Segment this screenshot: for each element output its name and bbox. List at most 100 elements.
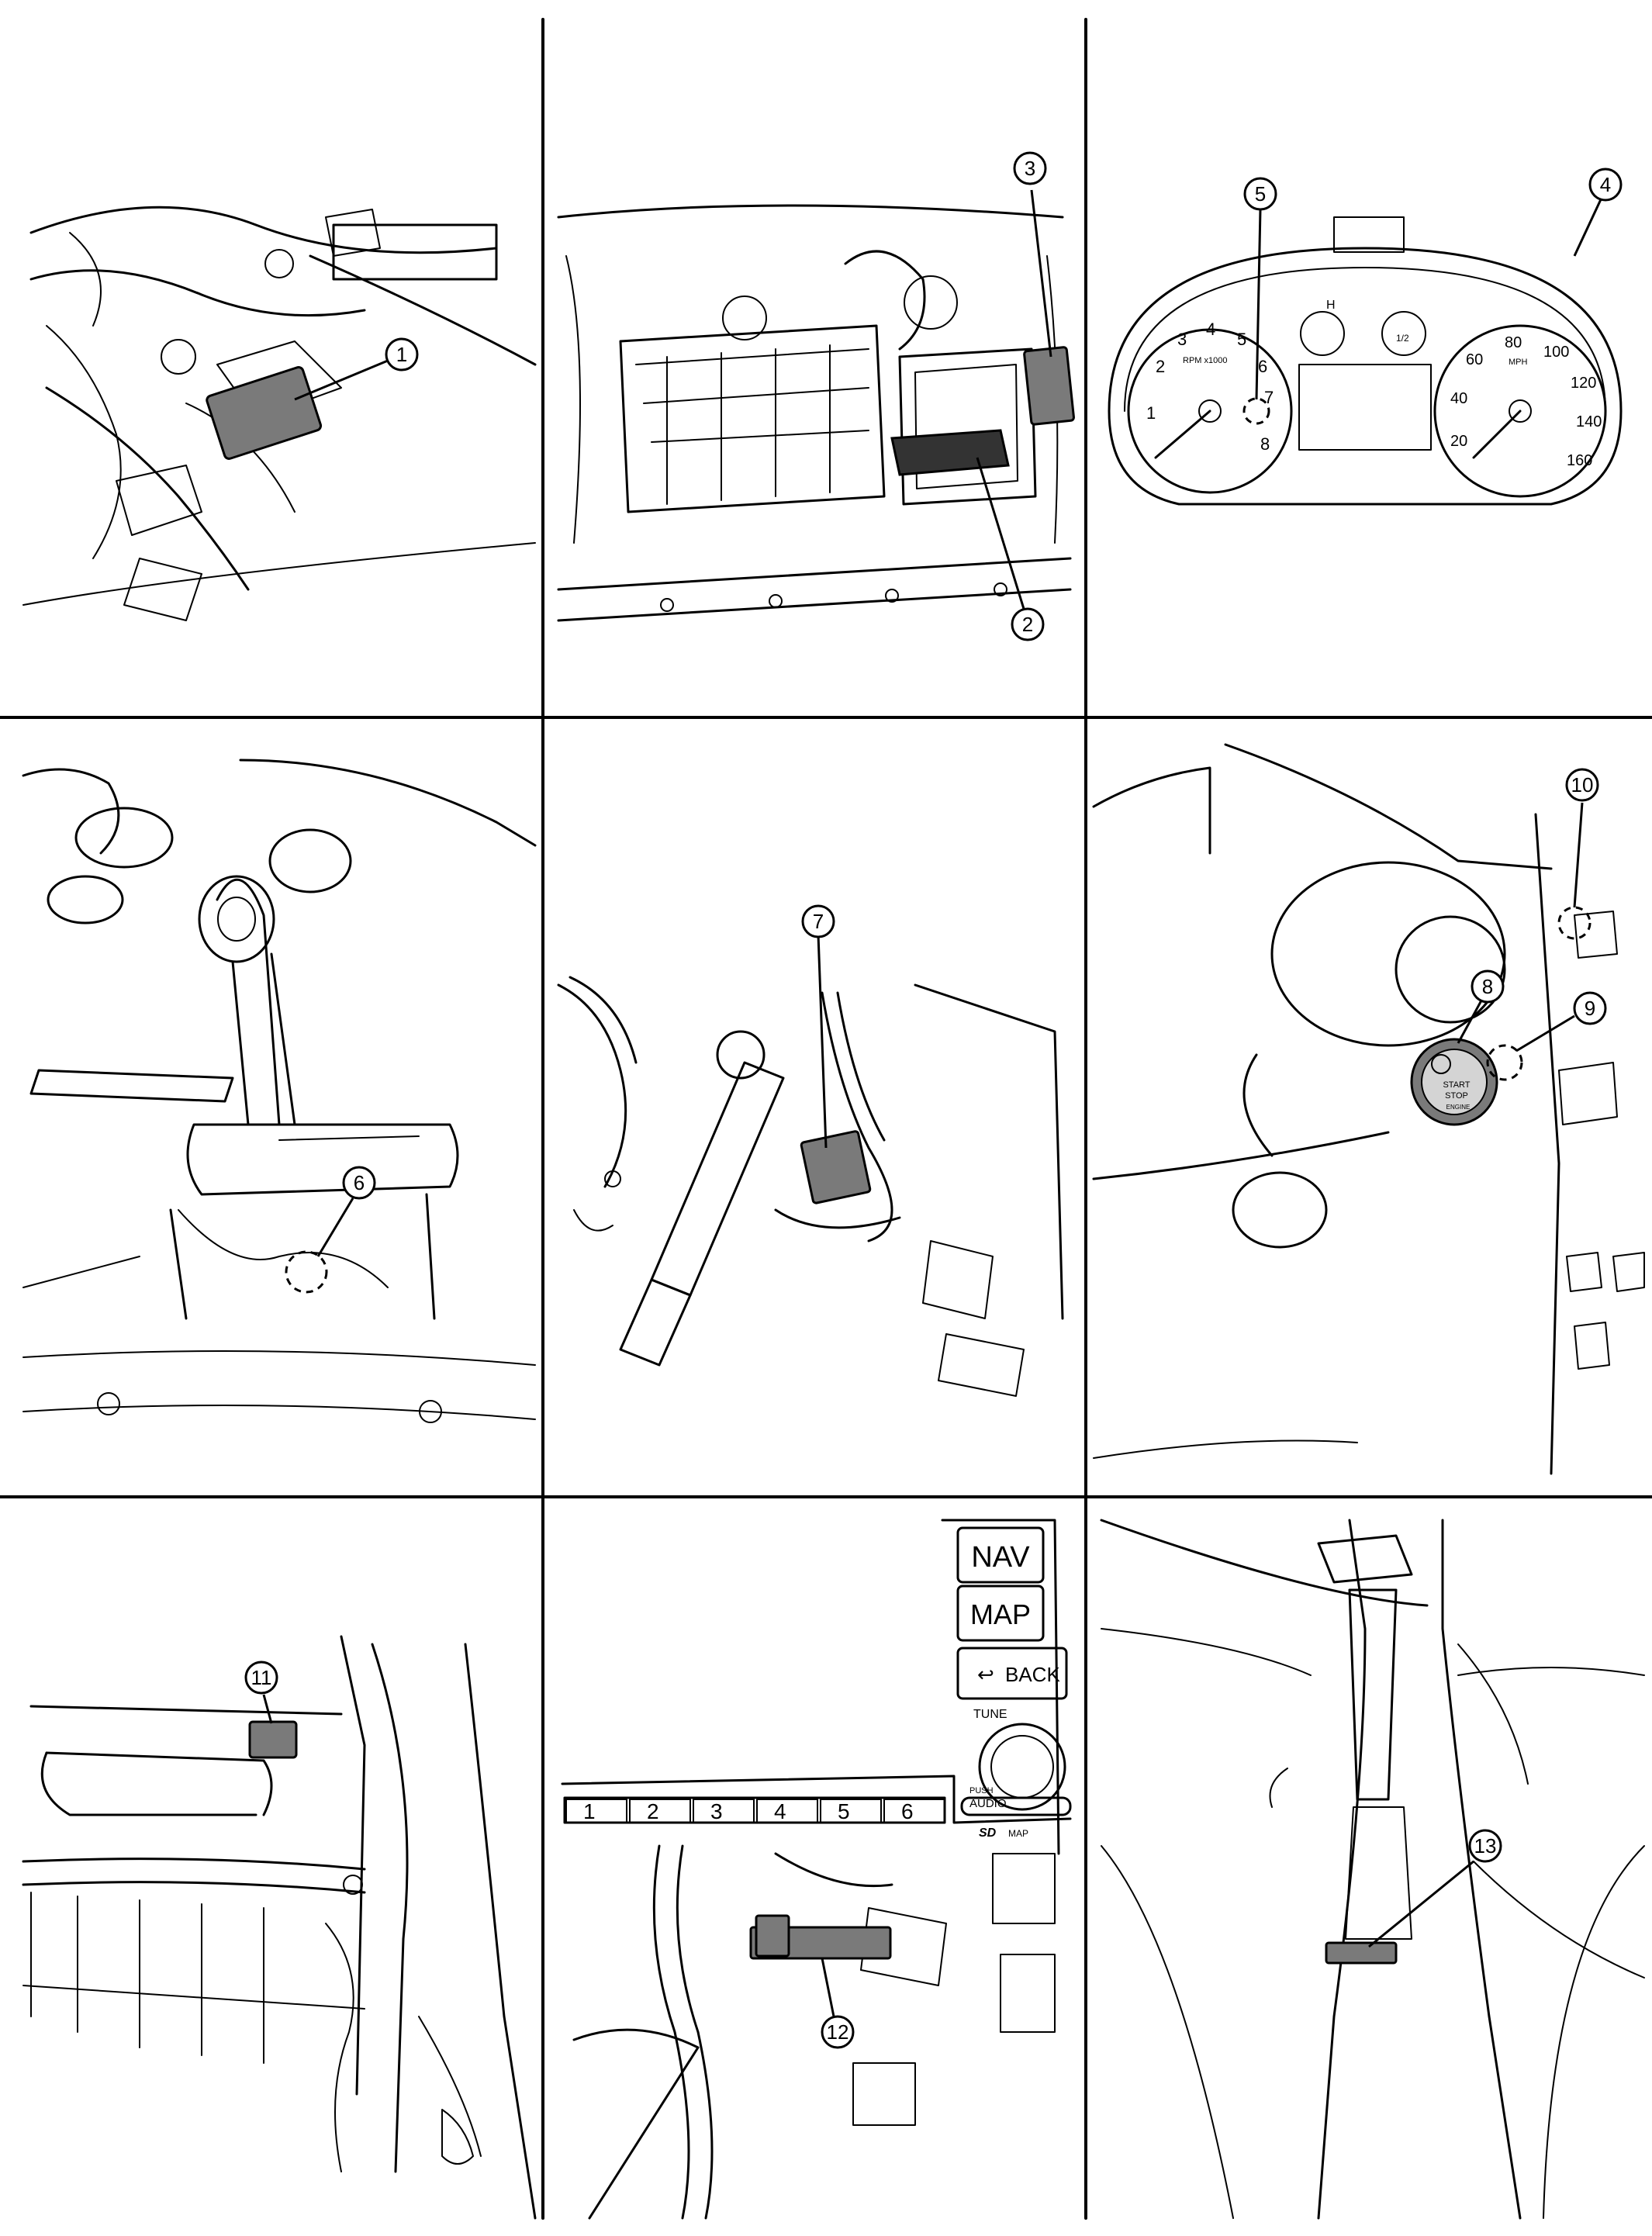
- callout-8: 8: [1471, 969, 1505, 1004]
- preset-button-6[interactable]: [883, 1799, 945, 1823]
- start-button-label-2: STOP: [1445, 1091, 1468, 1101]
- component-7: [800, 1130, 872, 1204]
- meter-housing: [1108, 247, 1623, 506]
- panel-steering-column: [22, 206, 537, 621]
- push-label: PUSH: [969, 1786, 994, 1795]
- tach-label-1: 1: [1146, 403, 1156, 423]
- svg-text:13: 13: [1474, 1834, 1497, 1858]
- tach-label-2: 2: [1156, 357, 1165, 376]
- start-button-label-3: ENGINE: [1446, 1104, 1471, 1111]
- svg-text:5: 5: [1255, 182, 1266, 206]
- speedo-label-80: 80: [1505, 334, 1522, 351]
- component-9-location: [1486, 1044, 1523, 1081]
- nav-button-label: NAV: [971, 1541, 1030, 1574]
- audio-label: AUDIO: [969, 1797, 1007, 1810]
- tachometer: [1127, 328, 1293, 494]
- callout-2: 2: [1011, 607, 1045, 641]
- component-10-location: [1557, 906, 1592, 940]
- component-6-location: [285, 1250, 328, 1294]
- tune-knob[interactable]: [978, 1723, 1066, 1811]
- panel-selector-lever: [22, 759, 537, 1423]
- speedo-label-160: 160: [1567, 452, 1592, 469]
- callout-1: 1: [385, 337, 419, 372]
- temp-gauge-h: H: [1326, 299, 1336, 312]
- component-2: [890, 429, 1010, 476]
- svg-text:1: 1: [396, 343, 407, 366]
- preset-label-5: 5: [838, 1799, 850, 1823]
- tach-label-3: 3: [1177, 330, 1187, 349]
- tach-unit: RPM x1000: [1183, 356, 1227, 365]
- svg-text:11: 11: [251, 1666, 272, 1689]
- tach-label-5: 5: [1237, 330, 1246, 349]
- component-3: [1023, 346, 1075, 426]
- preset-button-4[interactable]: [756, 1799, 818, 1823]
- preset-label-1: 1: [583, 1799, 596, 1823]
- tach-label-7: 7: [1264, 388, 1274, 407]
- speedo-label-20: 20: [1450, 433, 1467, 450]
- tach-label-6: 6: [1258, 357, 1267, 376]
- steering-hub: [1395, 915, 1506, 1024]
- back-button-label: BACK: [1005, 1663, 1060, 1686]
- preset-label-3: 3: [710, 1799, 723, 1823]
- preset-label-2: 2: [647, 1799, 659, 1823]
- speedometer: [1433, 324, 1607, 498]
- svg-text:9: 9: [1585, 997, 1595, 1020]
- callout-6: 6: [342, 1166, 376, 1200]
- svg-text:10: 10: [1571, 773, 1594, 797]
- preset-buttons: 1 2 3 4 5 6: [565, 1799, 945, 1823]
- component-11: [248, 1720, 298, 1759]
- sd-slot[interactable]: [960, 1796, 1072, 1816]
- panel-grid: [0, 18, 1652, 2220]
- component-13: [1325, 1941, 1398, 1965]
- back-button[interactable]: [956, 1647, 1068, 1700]
- panel-instrument-panel-left: [22, 1635, 537, 2220]
- preset-button-5[interactable]: [820, 1799, 882, 1823]
- preset-button-2[interactable]: [629, 1799, 691, 1823]
- svg-text:12: 12: [827, 2020, 849, 2044]
- panel-combination-meter: 1 2 3 4 5 6 7 8 RPM x1000 20 40 60 80 10…: [1108, 197, 1623, 506]
- fuel-gauge-half: 1/2: [1396, 333, 1409, 344]
- svg-text:2: 2: [1022, 613, 1033, 636]
- preset-label-6: 6: [901, 1799, 914, 1823]
- panel-audio-unit: NAV MAP ↩ BACK TUNE PUSH AUDIO 1 2 3 4 5…: [561, 1519, 1072, 2220]
- back-arrow-icon: ↩: [977, 1663, 994, 1686]
- svg-text:3: 3: [1025, 157, 1035, 180]
- speedo-label-40: 40: [1450, 390, 1467, 407]
- callout-markers: 1 2 3 4 5 6 7 8: [244, 151, 1623, 2049]
- speedo-unit: MPH: [1509, 358, 1528, 367]
- svg-text:7: 7: [813, 910, 824, 933]
- preset-button-3[interactable]: [693, 1799, 755, 1823]
- speedo-label-140: 140: [1576, 413, 1602, 430]
- callout-9: 9: [1573, 991, 1607, 1025]
- callout-12: 12: [821, 2015, 855, 2049]
- preset-button-1[interactable]: [565, 1799, 627, 1823]
- callout-3: 3: [1013, 151, 1047, 185]
- callout-11: 11: [244, 1661, 278, 1695]
- map-button[interactable]: [956, 1585, 1045, 1642]
- panel-steering-shaft: [557, 934, 1064, 1397]
- component-5-location: [1242, 397, 1270, 425]
- callout-4: 4: [1588, 168, 1623, 202]
- callout-5: 5: [1243, 177, 1277, 211]
- speedo-label-100: 100: [1543, 344, 1569, 361]
- nav-button[interactable]: [956, 1526, 1045, 1584]
- sd-map-label: MAP: [1008, 1828, 1028, 1839]
- svg-text:8: 8: [1482, 975, 1493, 998]
- preset-label-4: 4: [774, 1799, 786, 1823]
- panel-push-button-ignition: START STOP ENGINE: [1092, 743, 1645, 1475]
- svg-text:6: 6: [354, 1171, 365, 1194]
- meter-display: [1298, 364, 1432, 451]
- start-button-label-1: START: [1443, 1080, 1470, 1090]
- callout-10: 10: [1565, 768, 1599, 802]
- map-button-label: MAP: [970, 1598, 1031, 1630]
- panel-engine-compartment: [557, 189, 1075, 622]
- callout-13: 13: [1468, 1829, 1502, 1863]
- panel-center-console: [1100, 1519, 1645, 2220]
- tune-label: TUNE: [973, 1708, 1007, 1721]
- sd-label: SD: [979, 1826, 997, 1840]
- svg-text:4: 4: [1600, 173, 1611, 196]
- speedo-label-120: 120: [1571, 375, 1596, 392]
- component-1: [206, 366, 323, 460]
- tach-label-4: 4: [1206, 320, 1215, 339]
